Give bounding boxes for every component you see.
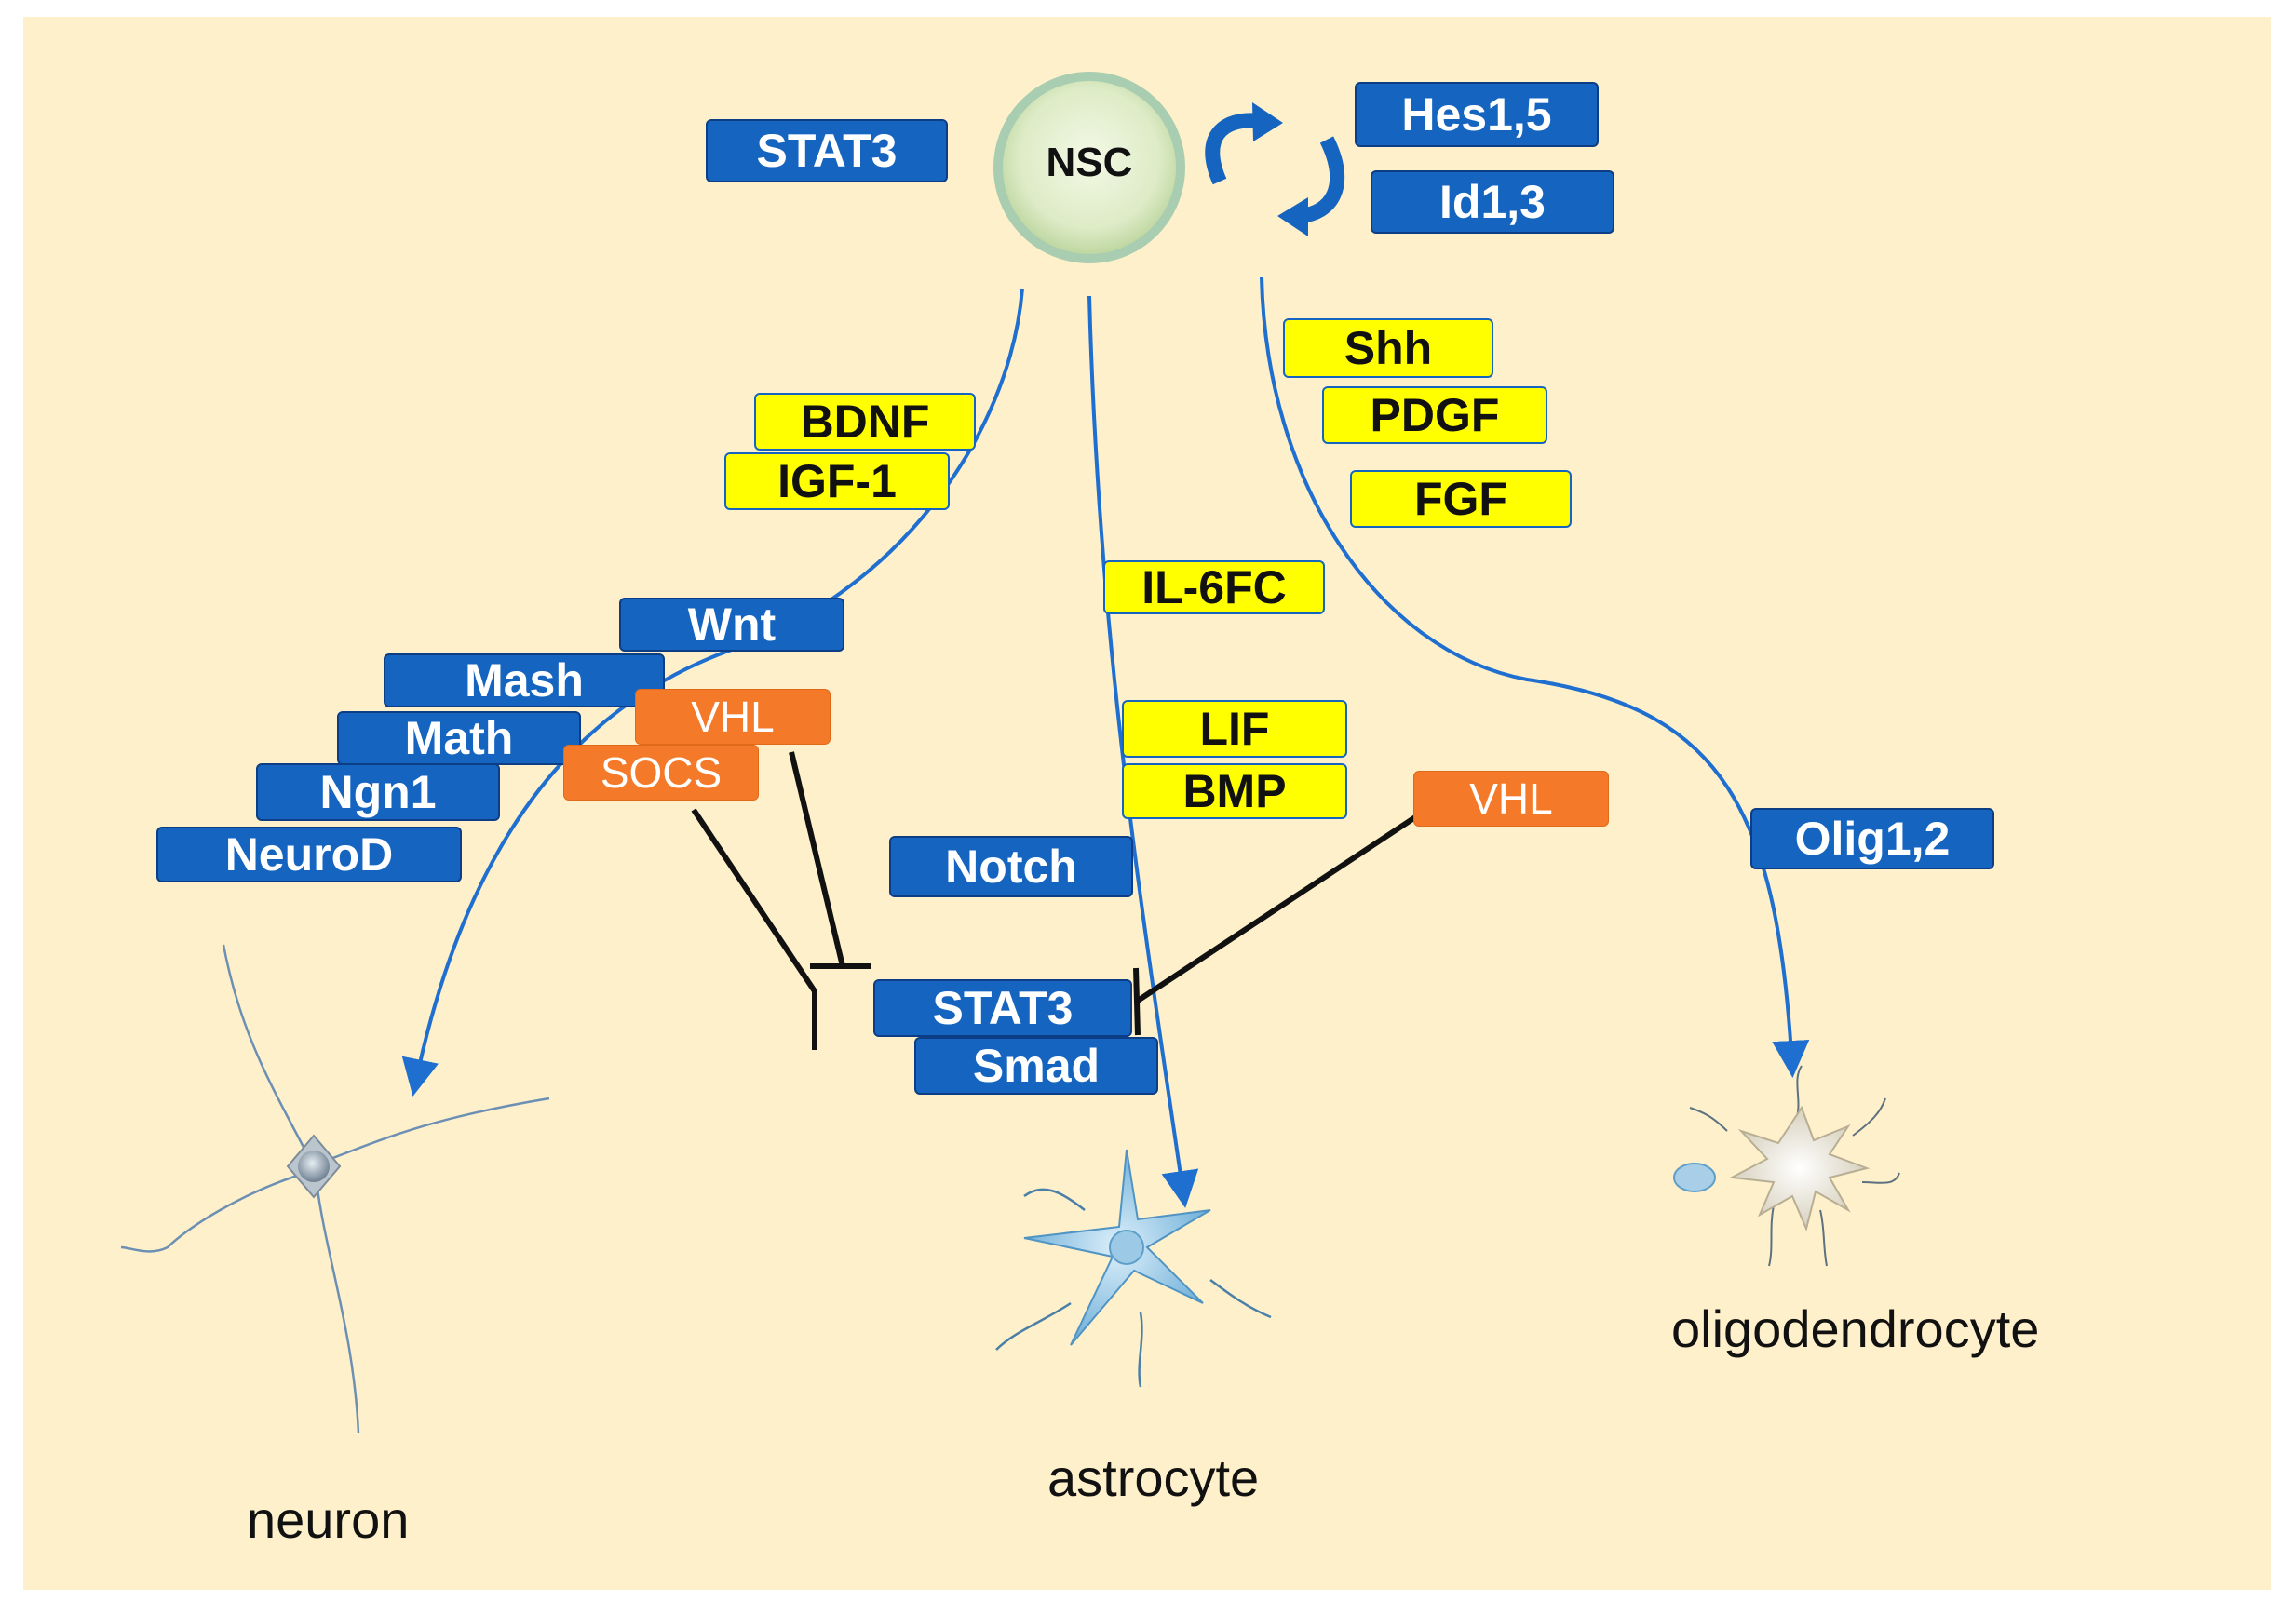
neuron-illustration <box>120 944 550 1434</box>
ngn1-box: Ngn1 <box>256 763 500 821</box>
nsc-cell <box>993 72 1185 263</box>
fgf-box: FGF <box>1350 470 1572 528</box>
math-box: Math <box>337 711 581 765</box>
id-box: Id1,3 <box>1371 170 1614 234</box>
wnt-box: Wnt <box>619 598 844 652</box>
lif-box: LIF <box>1122 700 1347 758</box>
oligodendrocyte-label: oligodendrocyte <box>1671 1299 2040 1358</box>
neurod-box: NeuroD <box>156 827 462 882</box>
mash-box: Mash <box>384 653 665 707</box>
vhl-right-box: VHL <box>1413 771 1609 827</box>
socs-inhibition-line <box>691 808 817 993</box>
self-renewal-arrow-upper-icon <box>1205 113 1263 185</box>
self-renewal-arrow-lower-icon <box>1298 136 1345 223</box>
stat3-stem-box: STAT3 <box>706 119 948 182</box>
bmp-box: BMP <box>1122 763 1347 819</box>
vhl-right-inhibition-line <box>1136 814 1417 1003</box>
neuron-pathway-arrow <box>401 288 1024 1097</box>
socs-box: SOCS <box>563 745 759 801</box>
self-renewal-arrowhead-upper-icon <box>1252 102 1283 141</box>
astrocyte-label: astrocyte <box>1047 1448 1260 1507</box>
oligodendrocyte-illustration <box>1673 1065 1900 1267</box>
stat3-effector-box: STAT3 <box>873 979 1132 1037</box>
pdgf-box: PDGF <box>1322 386 1547 444</box>
self-renewal-arrowhead-lower-icon <box>1277 197 1308 236</box>
il6fc-box: IL-6FC <box>1103 560 1325 614</box>
vhl-left-box: VHL <box>635 689 831 745</box>
nsc-label: NSC <box>1046 140 1133 185</box>
notch-box: Notch <box>889 836 1133 897</box>
igf1-box: IGF-1 <box>724 452 950 510</box>
vhl-left-inhibition-line <box>789 751 845 967</box>
neuron-label: neuron <box>247 1490 410 1549</box>
smad-box: Smad <box>914 1037 1158 1095</box>
astrocyte-illustration <box>995 1149 1272 1388</box>
olig-box: Olig1,2 <box>1750 808 1994 869</box>
vhl-right-inhibition-bar <box>1133 967 1141 1036</box>
shh-box: Shh <box>1283 318 1493 378</box>
bdnf-box: BDNF <box>754 393 976 451</box>
hes-box: Hes1,5 <box>1355 82 1599 147</box>
